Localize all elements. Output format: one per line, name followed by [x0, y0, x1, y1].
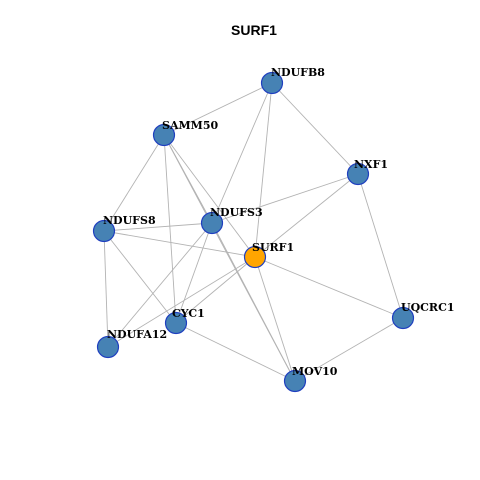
edge-ndufs8-surf1: [103, 230, 256, 258]
node-uqcrc1[interactable]: UQCRC1: [391, 301, 455, 330]
edge-surf1-uqcrc1: [254, 256, 404, 319]
edge-ndufb8-nxf1: [271, 82, 359, 175]
edge-uqcrc1-mov10: [294, 317, 404, 382]
edge-ndufs8-cyc1: [103, 230, 177, 324]
node-label-mov10: MOV10: [292, 365, 338, 378]
node-label-cyc1: CYC1: [172, 307, 205, 320]
edge-ndufs3-mov10: [211, 222, 296, 382]
edge-nxf1-ndufs3: [211, 173, 359, 224]
node-cyc1[interactable]: CYC1: [164, 307, 205, 335]
node-circle-surf1[interactable]: [243, 245, 267, 269]
edge-nxf1-uqcrc1: [357, 173, 404, 319]
node-ndufa12[interactable]: NDUFA12: [96, 328, 168, 359]
node-circle-nxf1[interactable]: [346, 162, 370, 186]
edge-ndufs3-cyc1: [175, 222, 213, 324]
node-label-ndufb8: NDUFB8: [271, 66, 325, 79]
node-circle-ndufs8[interactable]: [92, 219, 116, 243]
node-circle-cyc1[interactable]: [164, 311, 188, 335]
node-circle-ndufa12[interactable]: [96, 335, 120, 359]
edge-layer: [103, 82, 404, 382]
edge-ndufs8-ndufa12: [103, 230, 109, 348]
edge-ndufs8-ndufs3: [103, 222, 213, 232]
edge-surf1-cyc1: [175, 256, 256, 324]
node-nxf1[interactable]: NXF1: [346, 158, 389, 186]
edge-ndufb8-samm50: [163, 82, 273, 136]
edge-cyc1-mov10: [175, 322, 296, 382]
node-label-uqcrc1: UQCRC1: [401, 301, 454, 314]
node-circle-ndufs3[interactable]: [200, 211, 224, 235]
node-label-nxf1: NXF1: [354, 158, 388, 171]
edge-ndufb8-ndufs3: [211, 82, 273, 224]
edge-samm50-surf1: [163, 134, 256, 258]
node-surf1[interactable]: SURF1: [243, 241, 295, 269]
node-circle-ndufb8[interactable]: [260, 71, 284, 95]
node-circle-samm50[interactable]: [152, 123, 176, 147]
edge-samm50-ndufs8: [103, 134, 165, 232]
edge-surf1-mov10: [254, 256, 296, 382]
node-ndufs8[interactable]: NDUFS8: [92, 214, 156, 243]
edge-surf1-ndufa12: [107, 256, 256, 348]
node-ndufb8[interactable]: NDUFB8: [260, 66, 326, 95]
node-mov10[interactable]: MOV10: [283, 365, 338, 393]
edge-ndufs3-ndufa12: [107, 222, 213, 348]
node-label-ndufs3: NDUFS3: [210, 206, 263, 219]
node-circle-mov10[interactable]: [283, 369, 307, 393]
node-label-ndufa12: NDUFA12: [107, 328, 167, 341]
edge-nxf1-surf1: [254, 173, 359, 258]
diagram-title: SURF1: [231, 22, 277, 38]
edge-samm50-cyc1: [163, 134, 177, 324]
node-ndufs3[interactable]: NDUFS3: [200, 206, 263, 235]
edge-ndufb8-surf1: [254, 82, 273, 258]
node-label-ndufs8: NDUFS8: [103, 214, 156, 227]
node-circle-uqcrc1[interactable]: [391, 306, 415, 330]
node-samm50[interactable]: SAMM50: [152, 119, 219, 147]
node-label-samm50: SAMM50: [162, 119, 218, 132]
node-label-surf1: SURF1: [252, 241, 294, 254]
